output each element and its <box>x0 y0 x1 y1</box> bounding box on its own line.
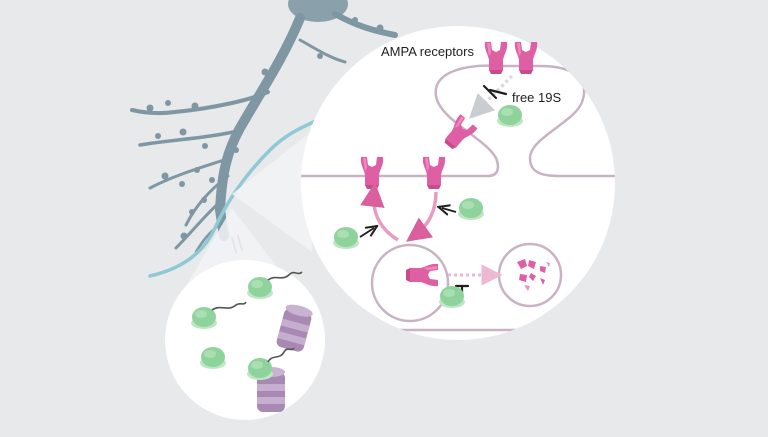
binding-arrow <box>442 208 457 212</box>
synapse-zoom-panel <box>301 26 615 340</box>
zoom-wedge-synapse <box>232 128 316 252</box>
ubiquitin-chain <box>267 347 295 363</box>
exocytosis-arrow <box>406 191 438 242</box>
endosome <box>370 243 450 323</box>
ubiquitin-chain <box>211 301 247 311</box>
free-19s-label: free 19S <box>512 90 562 105</box>
inhibition-arrow-icon <box>482 84 508 100</box>
ampa-receptors-label: AMPA receptors <box>381 44 474 59</box>
binding-arrow <box>359 228 374 238</box>
degraded-receptor-fragments-icon <box>517 259 550 291</box>
recycling-arrow <box>360 182 399 242</box>
internalization-arrow <box>469 74 514 119</box>
proteasome-zoom-panel <box>165 260 325 420</box>
ubiquitin-chain <box>267 271 303 281</box>
